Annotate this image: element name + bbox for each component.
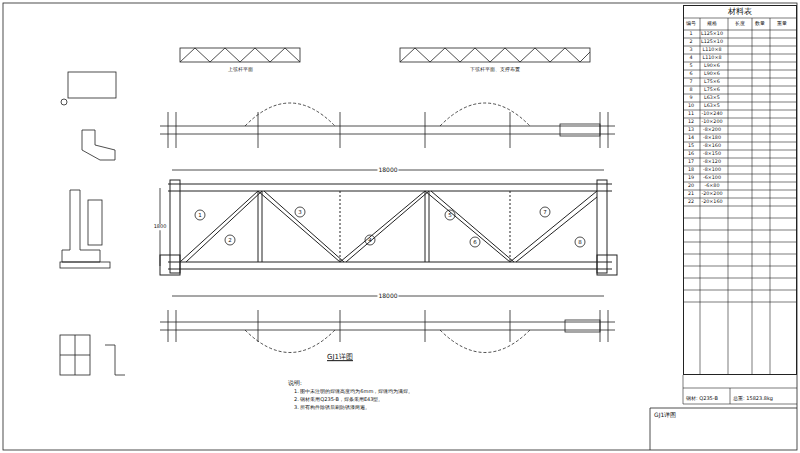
table-cell: L75×6 [704,87,720,92]
table-rule [770,18,771,375]
callout-number: 3 [298,209,302,215]
table-cell: 22 [688,199,694,204]
table-cell: -8×200 [703,127,721,132]
table-cell: L90×6 [704,63,720,68]
title-block-line [650,408,651,450]
material-table: 材料表 [683,5,797,375]
view-label: 上弦杆平面 [228,67,253,73]
table-cell: L125×10 [701,39,723,44]
table-header: 编号 [686,21,696,27]
table-rule [683,388,797,389]
table-rule [683,404,797,405]
table-header: 长度 [735,21,745,27]
table-cell: 6 [689,71,692,76]
table-cell: -6×80 [705,183,720,188]
table-cell: 20 [688,183,694,188]
table-cell: -20×160 [701,199,722,204]
table-cell: 12 [688,119,694,124]
callout-number: 8 [578,239,582,245]
callout-number: 2 [228,237,232,243]
table-cell: L110×8 [703,47,722,52]
box-text: GJ1详图 [654,412,793,419]
table-cell: 16 [688,151,694,156]
drawing-caption: GJ1详图 [327,354,353,362]
section-detail [60,72,125,375]
table-cell: 18 [688,167,694,172]
dimension-text: 18000 [377,293,398,300]
box-text: 材料表 [686,8,794,17]
callout-number: 1 [198,212,202,218]
table-rule [730,388,731,404]
table-cell: 8 [689,87,692,92]
note-heading: 说明: [288,380,302,386]
table-cell: L125×10 [701,31,723,36]
table-cell: -20×200 [701,191,722,196]
table-cell: 9 [689,95,692,100]
dimension-text: 1800 [153,224,168,230]
table-cell: -10×240 [701,111,722,116]
table-cell: 15 [688,143,694,148]
table-cell: -8×160 [703,143,721,148]
table-cell: 11 [688,111,694,116]
table-grid [683,18,797,404]
table-cell: 21 [688,191,694,196]
table-cell: 10 [688,103,694,108]
table-cell: -8×100 [703,167,721,172]
sheet-border [3,3,797,450]
table-cell: 3 [689,47,692,52]
table-header: 重量 [777,21,787,27]
table-footer: 总重: 15823.8kg [733,396,773,402]
callout-circle [195,207,585,247]
dimension-text: 18000 [377,167,398,174]
table-header: 规格 [707,21,717,27]
plan-view-top [160,103,615,148]
table-cell: L90×6 [704,71,720,76]
table-cell: L63×5 [704,95,720,100]
table-cell: -8×180 [703,135,721,140]
table-cell: -6×100 [703,175,721,180]
table-cell: 5 [689,63,692,68]
table-cell: -8×150 [703,151,721,156]
callout-number: 4 [368,237,372,243]
title-block: GJ1详图 [650,408,797,450]
callout-number: 7 [543,209,547,215]
chord-strip [180,48,590,62]
table-cell: 1 [689,31,692,36]
view-label: 下弦杆平面、支撑布置 [470,67,520,73]
table-rule [683,375,684,404]
truss-elevation [160,180,617,275]
table-cell: 19 [688,175,694,180]
table-rule [700,18,701,375]
table-cell: L110×8 [703,55,722,60]
table-cell: L75×6 [704,79,720,84]
note-text: 1. 图中未注明的焊缝高度均为6mm，焊缝均为满焊。 [294,389,413,395]
table-cell: 14 [688,135,694,140]
plan-view-bottom [160,310,615,353]
table-footer: 钢材: Q235-B [686,396,718,402]
table-cell: -10×200 [701,119,722,124]
table-cell: 13 [688,127,694,132]
table-cell: -8×120 [703,159,721,164]
table-cell: 4 [689,55,692,60]
table-cell: 2 [689,39,692,44]
title-block-line [650,408,797,409]
table-rule [728,18,729,375]
table-rule [752,18,753,375]
note-text: 2. 钢材采用Q235-B，焊条采用E43型。 [294,397,383,403]
table-cell: 17 [688,159,694,164]
table-header: 数量 [755,21,765,27]
table-cell: 7 [689,79,692,84]
note-text: 3. 所有构件除锈后刷防锈漆两遍。 [294,405,370,411]
callout-number: 5 [448,212,452,218]
table-cell: L63×5 [704,103,720,108]
callout-number: 6 [473,239,477,245]
